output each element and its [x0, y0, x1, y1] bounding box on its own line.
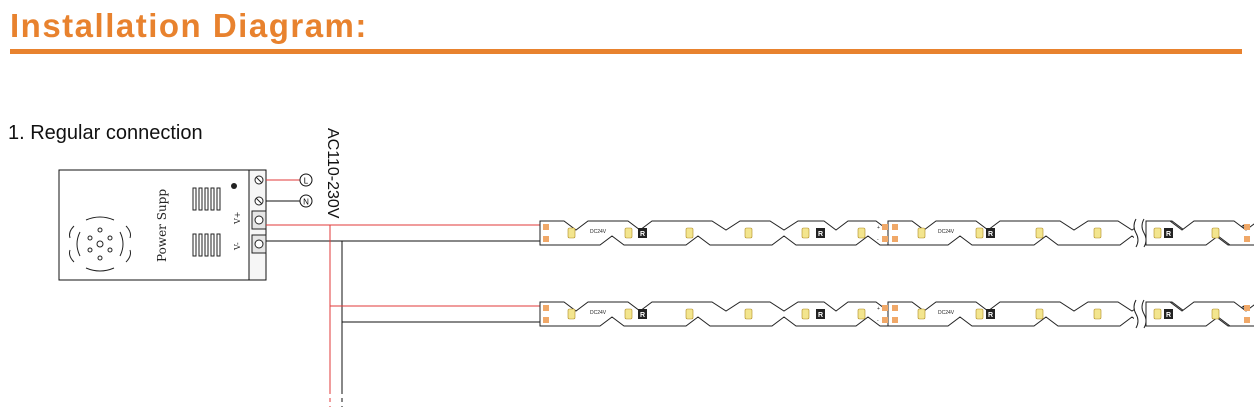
- section-label: 1. Regular connection: [8, 122, 203, 144]
- ground-screw-icon: [231, 183, 237, 189]
- psu-terminal-vplus: V+: [233, 212, 242, 225]
- neutral-terminal-icon: [299, 194, 313, 208]
- led-strip-2: R R R R DC24V DC24V + -: [539, 299, 1254, 329]
- strip-1-resistors: R R R R: [638, 228, 1173, 238]
- strip-1-plus: +: [877, 225, 880, 231]
- strip-label: R: [818, 312, 823, 319]
- strip-2-pads: [543, 305, 1250, 323]
- page-title: Installation Diagram:: [10, 7, 368, 44]
- strip-2-voltage-label-2: DC24V: [938, 310, 955, 316]
- strip-label: R: [1166, 312, 1171, 319]
- strip-label: R: [640, 312, 645, 319]
- strip-2-leds: [567, 308, 1220, 320]
- strip-1-voltage-label-2: DC24V: [938, 229, 955, 235]
- strip-label: R: [640, 231, 645, 238]
- strip-2-minus: -: [877, 318, 879, 324]
- strip-2-resistors: R R R R: [638, 309, 1173, 319]
- strip-2-voltage-label: DC24V: [590, 310, 607, 316]
- strip-break-icon: [1133, 299, 1147, 329]
- psu-label: Power Supp: [155, 189, 169, 262]
- strip-2-plus: +: [877, 306, 880, 312]
- live-symbol: L: [304, 177, 309, 186]
- strip-1-pads: [543, 224, 1250, 242]
- strip-label: R: [988, 312, 993, 319]
- mains-wiring: L N: [266, 173, 313, 208]
- strip-label: R: [1166, 231, 1171, 238]
- title-underline: [10, 49, 1242, 54]
- strip-1-leds: [567, 227, 1220, 239]
- power-supply: Power Supp V+ V-: [58, 169, 267, 281]
- strip-break-icon: [1133, 218, 1147, 248]
- strip-label: R: [818, 231, 823, 238]
- neutral-symbol: N: [303, 198, 309, 207]
- led-strip-1: R R R R DC24V DC24V + -: [539, 218, 1254, 248]
- ac-voltage-label: AC110-230V: [324, 128, 341, 219]
- strip-1-minus: -: [877, 237, 879, 243]
- strip-label: R: [988, 231, 993, 238]
- vent-grille-icon: [69, 216, 131, 272]
- strip-1-voltage-label: DC24V: [590, 229, 607, 235]
- psu-vent-slots: [192, 187, 221, 257]
- dc-wiring: [266, 224, 540, 407]
- terminal-screws: [251, 175, 267, 254]
- psu-terminal-vminus: V-: [233, 242, 242, 251]
- live-terminal-icon: [299, 173, 313, 187]
